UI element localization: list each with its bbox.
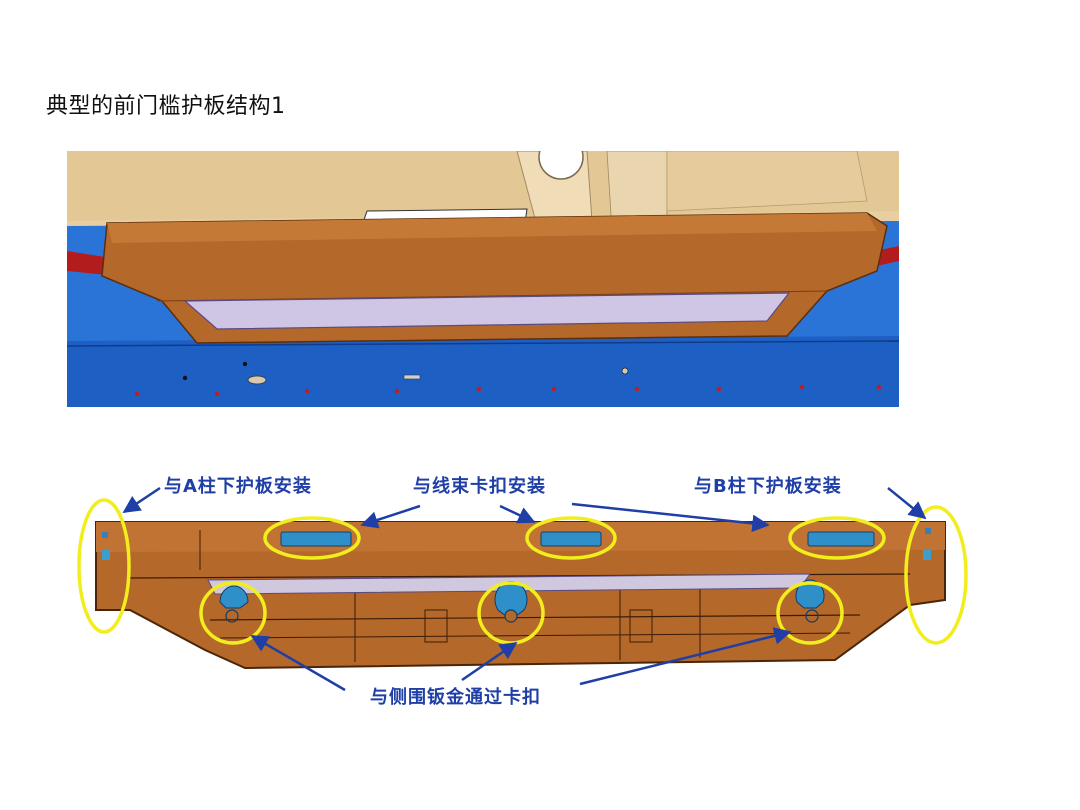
- highlight-harness-2: [525, 516, 617, 560]
- highlight-ellipses: [77, 498, 968, 645]
- highlight-harness-1: [263, 516, 361, 560]
- leader-lines: [122, 486, 927, 692]
- callout-b-pillar: 与B柱下护板安装: [694, 476, 842, 497]
- harness-clip-1: [280, 531, 352, 547]
- installed-sill-render: [67, 151, 899, 407]
- highlight-b-pillar: [904, 505, 968, 645]
- sill-light-strip: [183, 292, 791, 330]
- side-clip-3: [795, 579, 825, 623]
- callout-harness-clip: 与线束卡扣安装: [413, 476, 546, 497]
- highlight-a-pillar: [77, 498, 131, 634]
- highlight-side-3: [776, 581, 844, 645]
- page-title: 典型的前门槛护板结构1: [46, 94, 286, 119]
- bracket-hole: [538, 151, 584, 180]
- side-clip-1: [219, 585, 249, 623]
- callout-side-clip: 与侧围钣金通过卡扣: [370, 687, 541, 708]
- sill-panel-diagram: [77, 486, 968, 692]
- harness-clip-3: [807, 531, 875, 547]
- highlight-harness-3: [788, 516, 886, 560]
- harness-clip-2: [540, 531, 602, 547]
- callout-a-pillar: 与A柱下护板安装: [164, 476, 312, 497]
- highlight-side-1: [199, 581, 267, 645]
